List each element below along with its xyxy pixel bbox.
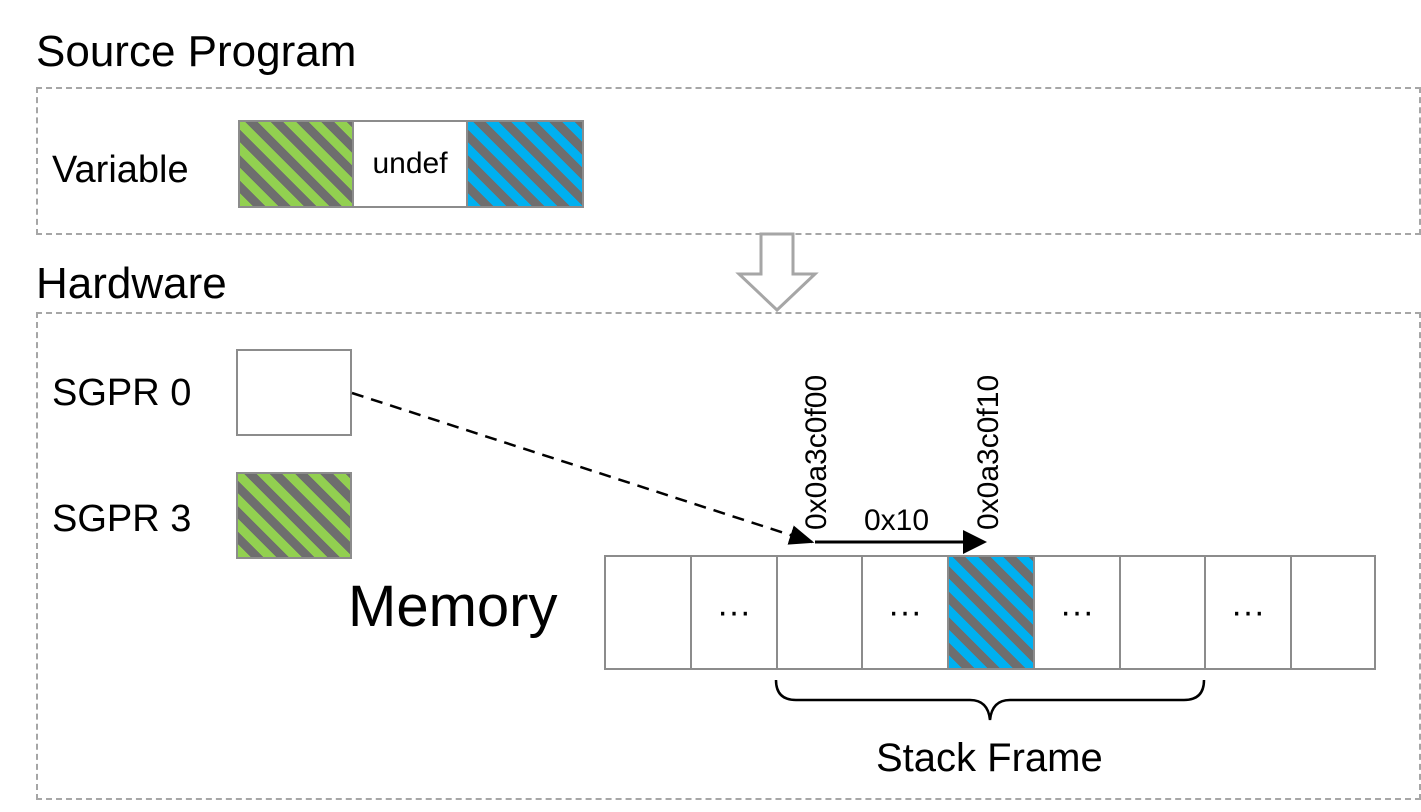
source-program-heading: Source Program: [36, 27, 357, 76]
hardware-panel: [36, 312, 1421, 800]
transform-arrow-icon: [735, 232, 819, 313]
variable-segment-blue: [468, 122, 582, 206]
memory-cell: ···: [863, 557, 949, 668]
sgpr0-label: SGPR 0: [52, 372, 192, 414]
address-0: 0x0a3c0f00: [800, 374, 833, 530]
variable-block: undef: [238, 120, 584, 208]
pointer-arrow: [351, 391, 815, 545]
memory-cell: [606, 557, 692, 668]
memory-strip: ··· ··· ··· ···: [604, 555, 1376, 670]
variable-label: Variable: [52, 149, 189, 191]
memory-cell: ···: [692, 557, 778, 668]
sgpr3-label: SGPR 3: [52, 498, 192, 540]
memory-cell: [1121, 557, 1206, 668]
sgpr3-register: [236, 472, 352, 559]
stack-frame-brace: [774, 679, 1206, 721]
memory-label: Memory: [348, 574, 558, 639]
memory-cell-highlighted: [949, 557, 1035, 668]
memory-cell: ···: [1206, 557, 1292, 668]
sgpr0-register: [236, 349, 352, 436]
hardware-heading: Hardware: [36, 259, 227, 308]
address-1: 0x0a3c0f10: [972, 374, 1005, 530]
stack-frame-label: Stack Frame: [876, 736, 1103, 780]
offset-label: 0x10: [864, 504, 930, 537]
memory-cell: ···: [1035, 557, 1121, 668]
memory-cell: [1292, 557, 1376, 668]
memory-cell: [778, 557, 863, 668]
variable-segment-undef: undef: [354, 122, 468, 206]
source-program-panel: Variable undef: [36, 87, 1421, 235]
variable-segment-green: [240, 122, 354, 206]
